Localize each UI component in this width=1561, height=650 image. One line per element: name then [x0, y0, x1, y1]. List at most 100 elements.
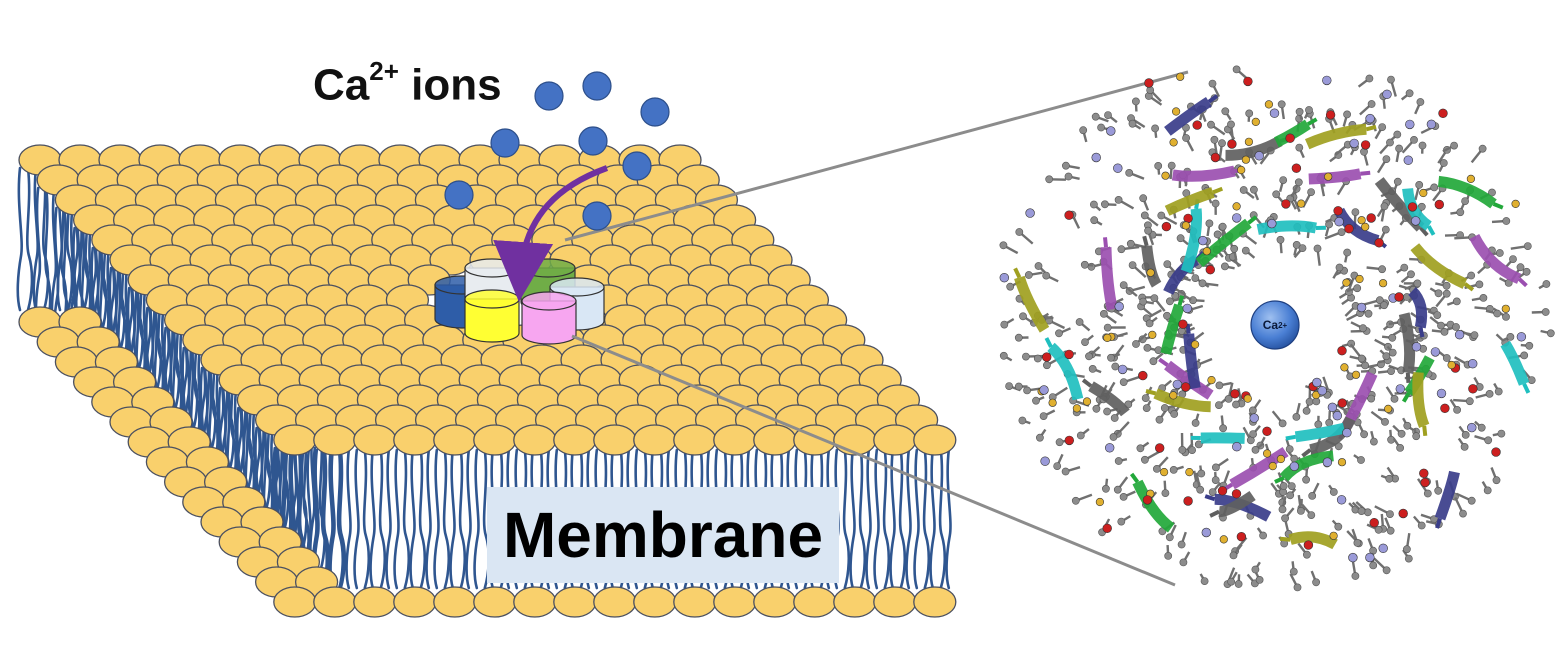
- carbon-atom: [1403, 545, 1411, 554]
- carbon-atom: [1163, 260, 1172, 268]
- carbon-atom: [1497, 429, 1506, 438]
- carbon-atom: [1250, 185, 1258, 194]
- carbon-atom: [1470, 331, 1479, 339]
- carbon-atom: [1179, 558, 1188, 567]
- heteroatom: [1183, 496, 1193, 506]
- heteroatom: [1426, 119, 1437, 130]
- carbon-atom: [1221, 107, 1230, 116]
- carbon-atom: [1404, 554, 1413, 563]
- carbon-atom: [1227, 577, 1235, 586]
- carbon-atom: [1485, 389, 1494, 398]
- carbon-atom: [1479, 293, 1488, 302]
- calcium-ion: [622, 151, 652, 181]
- carbon-atom: [1146, 86, 1155, 94]
- ribbon: [1225, 136, 1283, 161]
- carbon-atom: [1388, 333, 1397, 342]
- ribbon-tip: [1279, 536, 1291, 542]
- heteroatom: [1198, 235, 1208, 246]
- carbon-atom: [1502, 312, 1510, 321]
- carbon-atom: [1542, 280, 1551, 288]
- heteroatom: [1410, 216, 1421, 226]
- carbon-atom: [1467, 496, 1476, 505]
- carbon-atom: [1516, 263, 1525, 272]
- calcium-ion: [490, 128, 520, 158]
- ribbon: [1195, 218, 1252, 268]
- carbon-atom: [1492, 476, 1501, 485]
- lipid-head-lower: [553, 586, 597, 618]
- carbon-atom: [1043, 361, 1051, 370]
- carbon-atom: [1039, 412, 1048, 420]
- calcium-ion: [444, 180, 474, 210]
- lipid-tail: [473, 448, 480, 590]
- ribbon: [1164, 97, 1212, 136]
- carbon-atom: [1453, 405, 1461, 414]
- carbon-atom: [1232, 65, 1241, 74]
- heteroatom: [1394, 292, 1404, 302]
- lipid-tail: [369, 448, 376, 590]
- carbon-atom: [1351, 208, 1360, 216]
- heteroatom: [1048, 398, 1057, 407]
- lipid-head-upper: [433, 424, 477, 456]
- carbon-atom: [1138, 335, 1147, 344]
- carbon-atom: [1440, 327, 1449, 336]
- carbon-atom: [1157, 211, 1166, 220]
- lipid-tail: [402, 448, 411, 590]
- carbon-atom: [1064, 172, 1073, 181]
- lipid-head-lower: [393, 586, 437, 618]
- heteroatom: [1312, 377, 1322, 388]
- heteroatom: [1322, 75, 1332, 86]
- heteroatom: [1516, 332, 1527, 342]
- ribbon: [1088, 381, 1130, 417]
- heteroatom: [1337, 458, 1347, 467]
- ribbon-tip: [1492, 202, 1504, 210]
- pore-calcium-ion: [1250, 300, 1300, 350]
- carbon-atom: [1241, 246, 1250, 255]
- heteroatom: [1142, 495, 1153, 505]
- carbon-atom: [1314, 420, 1323, 429]
- carbon-atom: [1287, 482, 1296, 490]
- carbon-atom: [1080, 260, 1089, 269]
- ribbon: [1164, 187, 1215, 216]
- heteroatom: [1303, 540, 1314, 550]
- carbon-atom: [1042, 271, 1051, 280]
- heteroatom: [1190, 340, 1200, 349]
- heteroatom: [1041, 352, 1052, 362]
- ribbon: [1014, 275, 1050, 333]
- carbon-atom: [1219, 424, 1227, 433]
- heteroatom: [1355, 274, 1364, 284]
- carbon-atom: [1494, 387, 1503, 396]
- carbon-atom: [1062, 161, 1070, 170]
- heteroatom: [1349, 138, 1359, 149]
- calcium-ion: [534, 81, 564, 111]
- lipid-tail: [32, 166, 39, 312]
- carbon-atom: [1101, 200, 1109, 209]
- calcium-ion: [578, 126, 608, 156]
- heteroatom: [1210, 152, 1221, 163]
- carbon-atom: [1208, 79, 1217, 88]
- ribbon-tip: [1422, 425, 1428, 437]
- heteroatom: [1467, 422, 1477, 433]
- ribbon: [1180, 208, 1202, 274]
- heteroatom: [1181, 221, 1190, 230]
- heteroatom: [1219, 535, 1228, 544]
- ribbon-tip: [1209, 509, 1220, 518]
- carbon-atom: [1278, 505, 1287, 514]
- lipid-tail: [336, 446, 345, 592]
- ribbon: [1410, 243, 1468, 289]
- carbon-atom: [1255, 576, 1264, 584]
- carbon-atom: [1245, 109, 1254, 118]
- carbon-atom: [1207, 120, 1215, 129]
- lipid-head-upper: [553, 424, 597, 456]
- carbon-atom: [1215, 381, 1224, 390]
- lipid-head-upper: [593, 424, 637, 456]
- carbon-atom: [1103, 407, 1111, 416]
- lipid-tail: [378, 448, 387, 590]
- carbon-atom: [1119, 281, 1128, 289]
- carbon-atom: [1335, 263, 1344, 272]
- carbon-atom: [1014, 382, 1023, 391]
- heteroatom: [1281, 199, 1291, 209]
- ribbon: [1218, 490, 1256, 518]
- carbon-atom: [1128, 119, 1137, 128]
- carbon-atom: [1456, 208, 1465, 217]
- carbon-atom: [1170, 410, 1179, 418]
